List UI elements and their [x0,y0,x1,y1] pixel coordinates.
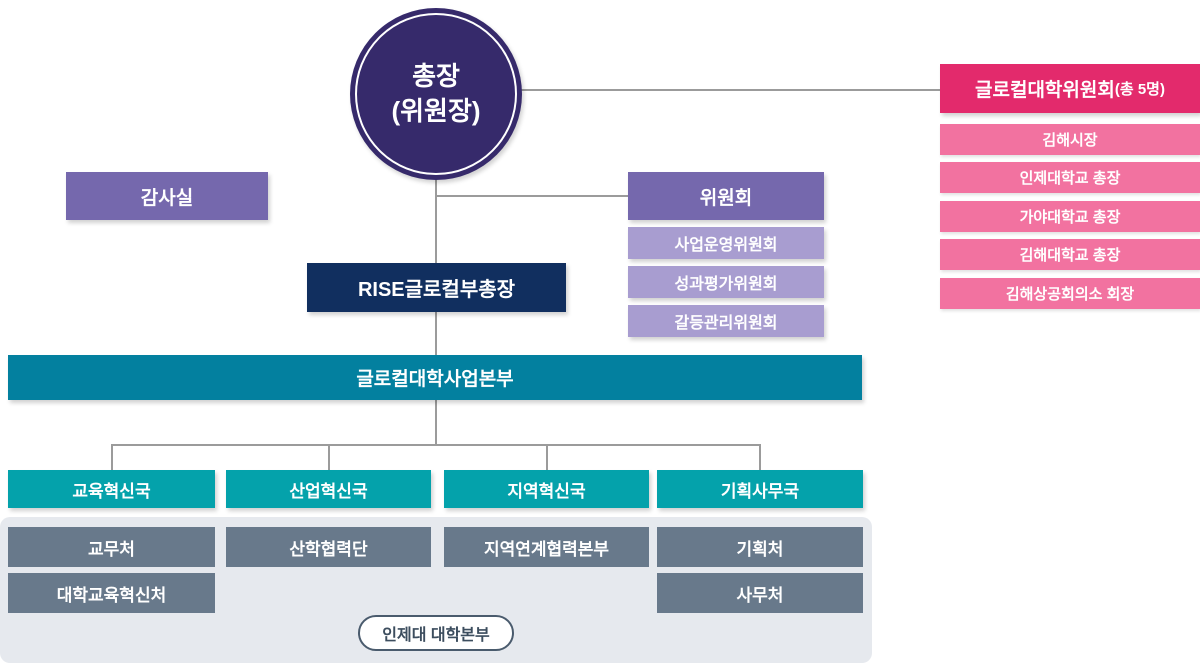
connector-line [435,311,437,356]
university-committee-title: 글로컬대학위원회 [975,80,1115,101]
connector-line [435,195,628,197]
support-office-node: 대학교육혁신처 [8,573,215,613]
committee-member-node: 김해시장 [940,124,1200,155]
department-node: 교육혁신국 [8,470,215,508]
committee-member-node: 김해대학교 총장 [940,239,1200,270]
vice-president-node: RISE글로컬부총장 [307,263,566,312]
connector-line [111,444,113,471]
support-office-node: 기획처 [657,527,863,567]
department-node: 기획사무국 [657,470,863,508]
department-node: 지역혁신국 [444,470,649,508]
university-hq-pill: 인제대 대학본부 [358,615,514,651]
connector-line [435,130,437,264]
connector-line [759,444,761,471]
committee-member-node: 인제대학교 총장 [940,162,1200,193]
university-committee-count: (총 5명) [1114,81,1165,98]
university-committee-header: 글로컬대학위원회(총 5명) [940,64,1200,113]
subcommittee-node: 성과평가위원회 [628,266,824,298]
support-office-node: 교무처 [8,527,215,567]
connector-line [111,444,761,446]
support-office-node: 지역연계협력본부 [444,527,649,567]
committee-member-node: 가야대학교 총장 [940,201,1200,232]
connector-line [512,89,940,91]
president-node: 총장 (위원장) [350,8,522,180]
connector-line [435,400,437,445]
president-title: 총장 [412,60,460,91]
subcommittee-node: 사업운영위원회 [628,227,824,259]
connector-line [328,444,330,471]
committee-member-node: 김해상공회의소 회장 [940,278,1200,309]
committee-node: 위원회 [628,172,824,220]
connector-line [546,444,548,471]
audit-office-node: 감사실 [66,172,268,220]
department-node: 산업혁신국 [226,470,431,508]
support-office-node: 사무처 [657,573,863,613]
support-office-node: 산학협력단 [226,527,431,567]
subcommittee-node: 갈등관리위원회 [628,305,824,337]
president-subtitle: (위원장) [391,96,481,126]
hq-node: 글로컬대학사업본부 [8,355,862,400]
